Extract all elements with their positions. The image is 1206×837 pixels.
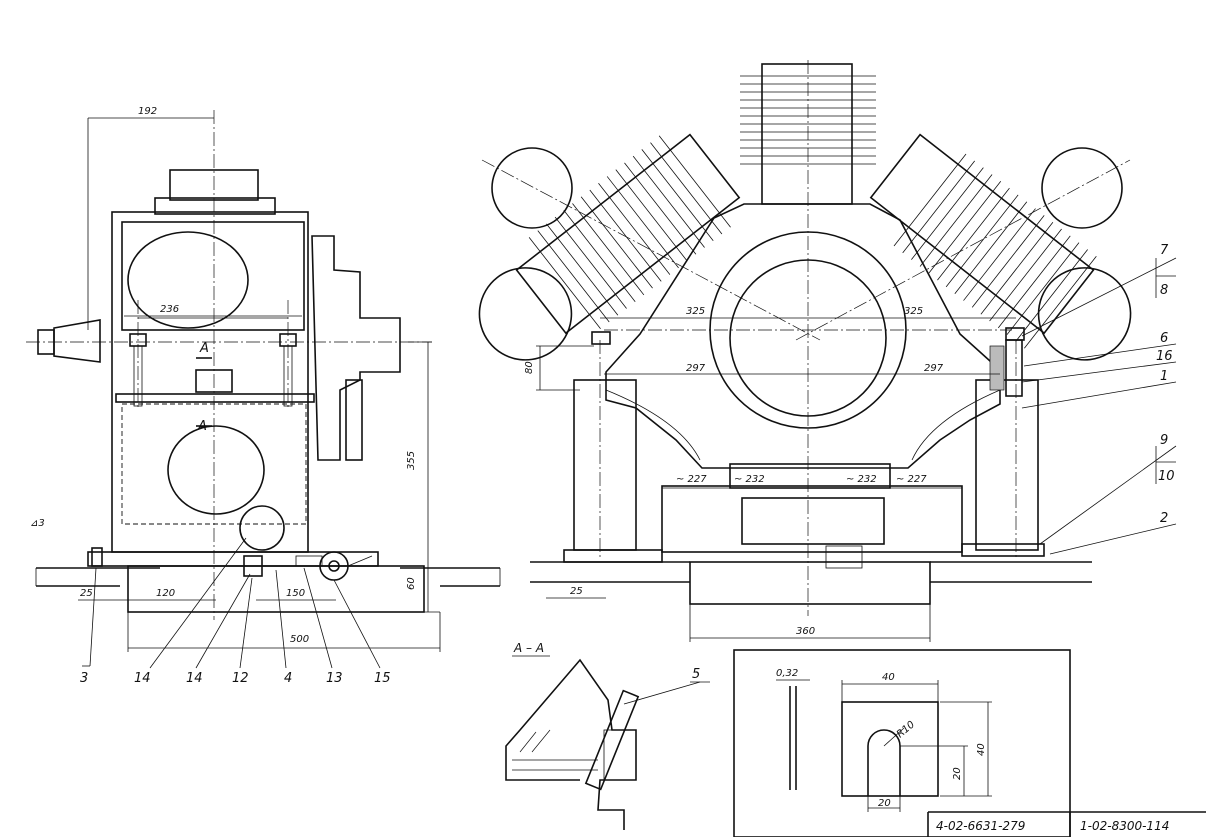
cooling-fin [971, 215, 1045, 308]
cooling-fin [537, 230, 610, 323]
right-view-part-numbers: 7 8 6 16 1 9 10 2 [1156, 243, 1176, 526]
section-cut-label-top: A [199, 341, 209, 356]
cooling-fin [528, 237, 601, 330]
dim-500: 500 [290, 634, 309, 645]
part-number: 16 [1156, 349, 1173, 364]
part-number: 12 [232, 671, 249, 686]
dim-0-32: 0,32 [776, 668, 798, 679]
dim-325-left: 325 [686, 306, 705, 317]
dim-297-left: 297 [686, 363, 706, 374]
dim-40-side: 40 [976, 743, 987, 756]
dim-150: 150 [286, 588, 305, 599]
cooling-fin [963, 208, 1036, 301]
cooling-fin [1024, 256, 1097, 349]
dim-192: 192 [138, 106, 157, 117]
cooling-fin [919, 174, 993, 267]
dim-227-left: ~ 227 [676, 474, 707, 485]
dim-25-right: 25 [570, 586, 583, 597]
cooling-fin [911, 167, 984, 260]
dim-227-right: ~ 227 [896, 474, 927, 485]
part-number: 13 [326, 671, 343, 686]
cooling-fin [650, 142, 723, 235]
part-number: 1 [1160, 369, 1168, 384]
weld-symbol: ⊿3 [30, 518, 45, 529]
cooling-fin [598, 182, 671, 275]
part-number: 10 [1158, 469, 1175, 484]
doc-code-2: 1-02-8300-114 [1080, 819, 1169, 833]
part-number: 6 [1160, 331, 1168, 346]
dim-20-side: 20 [952, 767, 963, 780]
section-cut-label-bottom: A [197, 419, 207, 434]
part-number: 8 [1160, 283, 1168, 298]
cooling-fin [546, 223, 619, 316]
dim-232-right: ~ 232 [846, 474, 877, 485]
cooling-fin [1006, 242, 1080, 335]
cooling-fin [997, 235, 1071, 329]
cooling-fin [937, 187, 1010, 281]
dim-40-top: 40 [882, 672, 895, 683]
section-a-a: A – A 5 [505, 641, 710, 830]
cooling-fin [928, 181, 1002, 274]
title-block: 4-02-6631-279 1-02-8300-114 [927, 811, 1206, 837]
dim-360: 360 [796, 626, 815, 637]
part-number: 7 [1160, 243, 1169, 258]
right-view-dimensions: 325 325 297 297 80 ~ 227 ~ 232 ~ 232 ~ 2… [524, 306, 944, 637]
cooling-fin [632, 155, 705, 248]
dim-232-left: ~ 232 [734, 474, 765, 485]
part-number: 15 [374, 671, 391, 686]
dim-60: 60 [406, 577, 417, 590]
dim-25: 25 [80, 588, 93, 599]
left-view-part-numbers: 3 14 14 12 4 13 15 [80, 671, 391, 686]
cooling-fin [589, 189, 662, 282]
dim-236: 236 [160, 304, 179, 315]
cooling-fin [615, 169, 688, 262]
section-title: A – A [513, 641, 544, 655]
dim-r10: R10 [895, 719, 917, 740]
cooling-fin [624, 162, 697, 255]
cooling-fin [954, 201, 1028, 294]
part-number: 14 [134, 671, 151, 686]
dim-120: 120 [156, 588, 175, 599]
cooling-fin [572, 203, 645, 296]
cooling-fin [580, 196, 653, 289]
left-side-view [26, 110, 501, 669]
dim-297-right: 297 [924, 363, 944, 374]
dim-325-right: 325 [904, 306, 923, 317]
cooling-fin [563, 210, 636, 302]
doc-code-1: 4-02-6631-279 [936, 819, 1025, 833]
cooling-fin [641, 149, 714, 242]
cooling-fin [989, 228, 1062, 322]
cooling-fin [658, 135, 731, 228]
cooling-fin [945, 194, 1019, 288]
part-number: 3 [80, 671, 88, 686]
cooling-fin [606, 176, 679, 269]
part-number: 4 [284, 671, 292, 686]
cooling-fin [893, 153, 967, 247]
dim-80: 80 [524, 361, 535, 374]
detail-view: 0,32 40 40 20 20 R10 [733, 649, 1071, 837]
cooling-fin [980, 221, 1054, 315]
dim-20-bottom: 20 [878, 798, 891, 809]
part-number: 2 [1160, 511, 1168, 526]
dim-355: 355 [406, 451, 417, 470]
cooling-fin [554, 216, 627, 309]
cooling-fin [1015, 249, 1088, 342]
part-number: 5 [692, 667, 700, 682]
left-view-dimensions: 192 236 355 60 25 120 150 500 ⊿3 A A [30, 106, 417, 645]
part-number: 14 [186, 671, 203, 686]
right-front-view [478, 60, 1177, 642]
part-number: 9 [1160, 433, 1168, 448]
cooling-fin [902, 160, 976, 254]
